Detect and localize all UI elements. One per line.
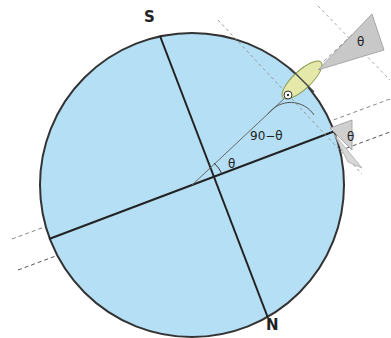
angle-label: θ xyxy=(347,131,354,143)
pole-label: N xyxy=(266,318,279,333)
pole-label: S xyxy=(144,10,155,25)
angle-label: 90−θ xyxy=(250,130,283,142)
angle-label: θ xyxy=(228,158,235,170)
angle-label: θ xyxy=(357,36,364,48)
